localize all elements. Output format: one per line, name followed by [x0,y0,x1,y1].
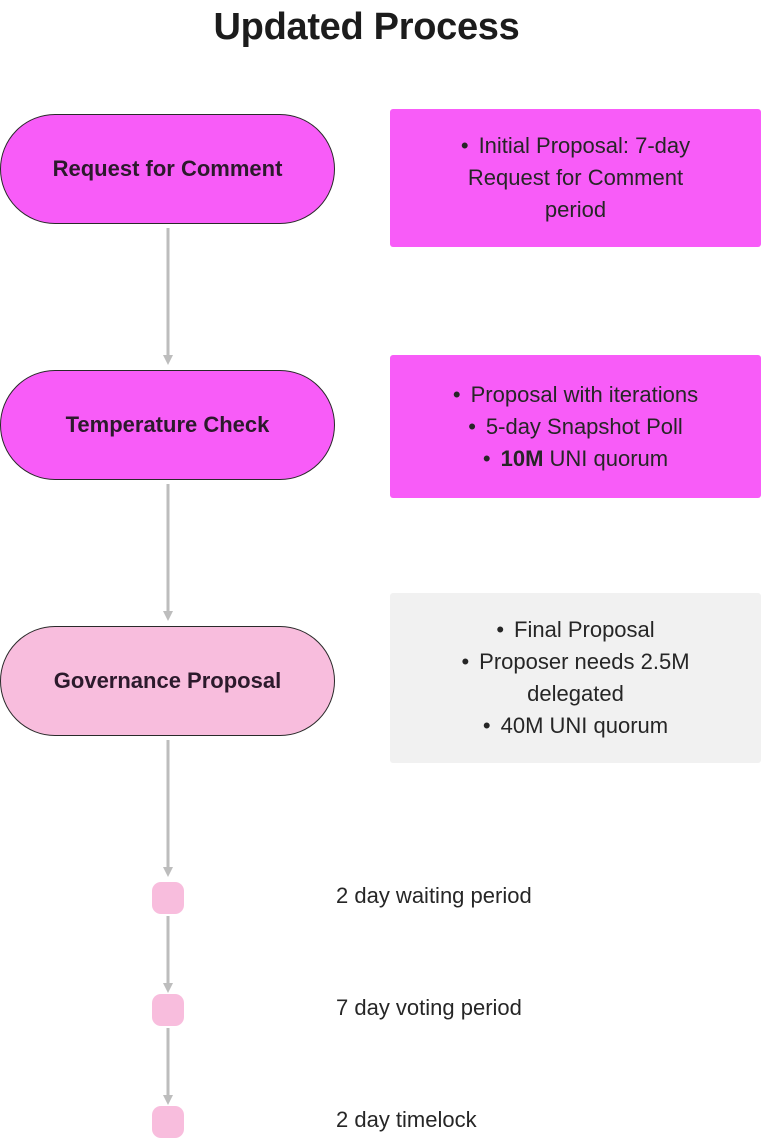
stage-label: Governance Proposal [53,668,282,693]
note-bullet-continuation: Request for Comment [467,165,684,190]
step-marker-timelock [152,1106,184,1138]
step-label-voting: 7 day voting period [336,995,522,1020]
stage-label: Temperature Check [65,412,270,437]
note-bullet: •Initial Proposal: 7-day [460,133,691,158]
step-marker-waiting [152,882,184,914]
step-marker-voting [152,994,184,1026]
note-bullet: •Proposer needs 2.5M [461,649,690,674]
step-label-waiting: 2 day waiting period [336,883,532,908]
note-bullet-continuation: period [544,197,607,222]
note-bullet: •Proposal with iterations [452,381,699,407]
note-bullet: •10M UNI quorum [482,445,669,471]
diagram-title: Updated Process [213,6,520,48]
note-temperature-check: •Proposal with iterations •5-day Snapsho… [390,355,761,498]
note-request-for-comment: •Initial Proposal: 7-day Request for Com… [390,109,761,247]
note-bullet: •40M UNI quorum [482,713,669,738]
stage-governance-proposal: Governance Proposal [0,626,335,736]
note-bullet: •Final Proposal [496,617,655,642]
stage-label: Request for Comment [52,156,283,181]
step-label-timelock: 2 day timelock [336,1107,477,1132]
note-governance-proposal: •Final Proposal •Proposer needs 2.5M del… [390,593,761,763]
stage-request-for-comment: Request for Comment [0,114,335,224]
stage-temperature-check: Temperature Check [0,370,335,480]
note-bullet-continuation: delegated [527,681,624,706]
note-bullet: •5-day Snapshot Poll [468,413,683,439]
